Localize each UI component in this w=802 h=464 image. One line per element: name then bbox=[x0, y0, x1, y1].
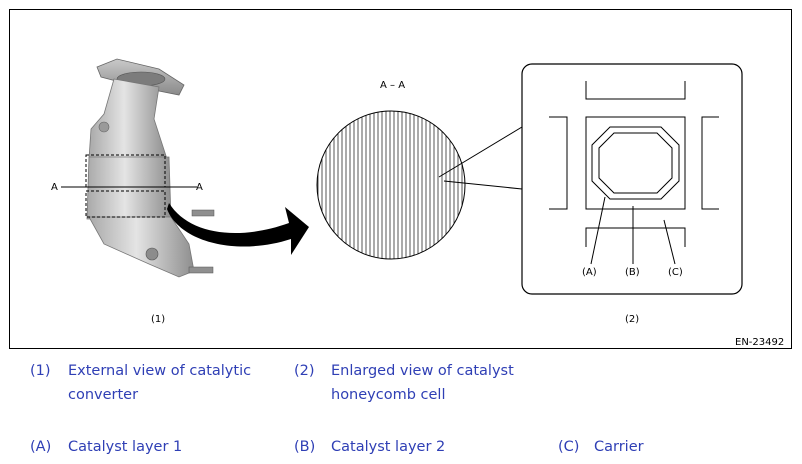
legend-text-line2: honeycomb cell bbox=[331, 387, 446, 403]
legend-item-a: (A) Catalyst layer 1 bbox=[30, 435, 260, 459]
legend-item-2: (2) Enlarged view of catalyst honeycomb … bbox=[294, 359, 544, 409]
panel2-label: (2) bbox=[625, 314, 639, 325]
zoom-line-bottom bbox=[443, 180, 523, 190]
callout-c: (C) bbox=[668, 267, 683, 278]
catalytic-converter-illustration bbox=[85, 58, 215, 278]
legend-code: (2) bbox=[294, 363, 315, 379]
legend-text: Carrier bbox=[594, 439, 644, 455]
honeycomb-cross-section bbox=[316, 110, 466, 260]
legend-item-c: (C) Carrier bbox=[558, 435, 758, 459]
legend-code: (1) bbox=[30, 363, 51, 379]
legend-text: Enlarged view of catalyst honeycomb cell bbox=[331, 359, 514, 407]
callout-b: (B) bbox=[625, 267, 640, 278]
cut-label-right: A bbox=[196, 182, 203, 193]
panel1-label: (1) bbox=[151, 314, 165, 325]
legend-item-1: (1) External view of catalytic converter bbox=[30, 359, 280, 409]
curved-arrow-icon bbox=[167, 203, 309, 255]
diagram-figure: A A A – A bbox=[9, 9, 792, 349]
legend-text-line1: External view of catalytic bbox=[68, 363, 252, 379]
figure-id: EN-23492 bbox=[735, 337, 784, 348]
callout-a: (A) bbox=[582, 267, 597, 278]
diagram-canvas: A A A – A bbox=[9, 9, 792, 349]
legend-code: (C) bbox=[558, 439, 580, 455]
honeycomb-cell-detail bbox=[549, 81, 719, 265]
cut-label-left: A bbox=[51, 182, 58, 193]
enlarged-view-panel bbox=[521, 63, 743, 295]
section-label: A – A bbox=[380, 80, 405, 91]
zoom-line-top bbox=[438, 126, 523, 178]
legend-text: External view of catalytic converter bbox=[68, 359, 251, 407]
legend-code: (A) bbox=[30, 439, 52, 455]
legend-text: Catalyst layer 2 bbox=[331, 439, 446, 455]
legend-text-line1: Enlarged view of catalyst bbox=[331, 363, 514, 379]
legend-code: (B) bbox=[294, 439, 316, 455]
legend-item-b: (B) Catalyst layer 2 bbox=[294, 435, 524, 459]
legend-text: Catalyst layer 1 bbox=[68, 439, 183, 455]
legend-text-line2: converter bbox=[68, 387, 139, 403]
